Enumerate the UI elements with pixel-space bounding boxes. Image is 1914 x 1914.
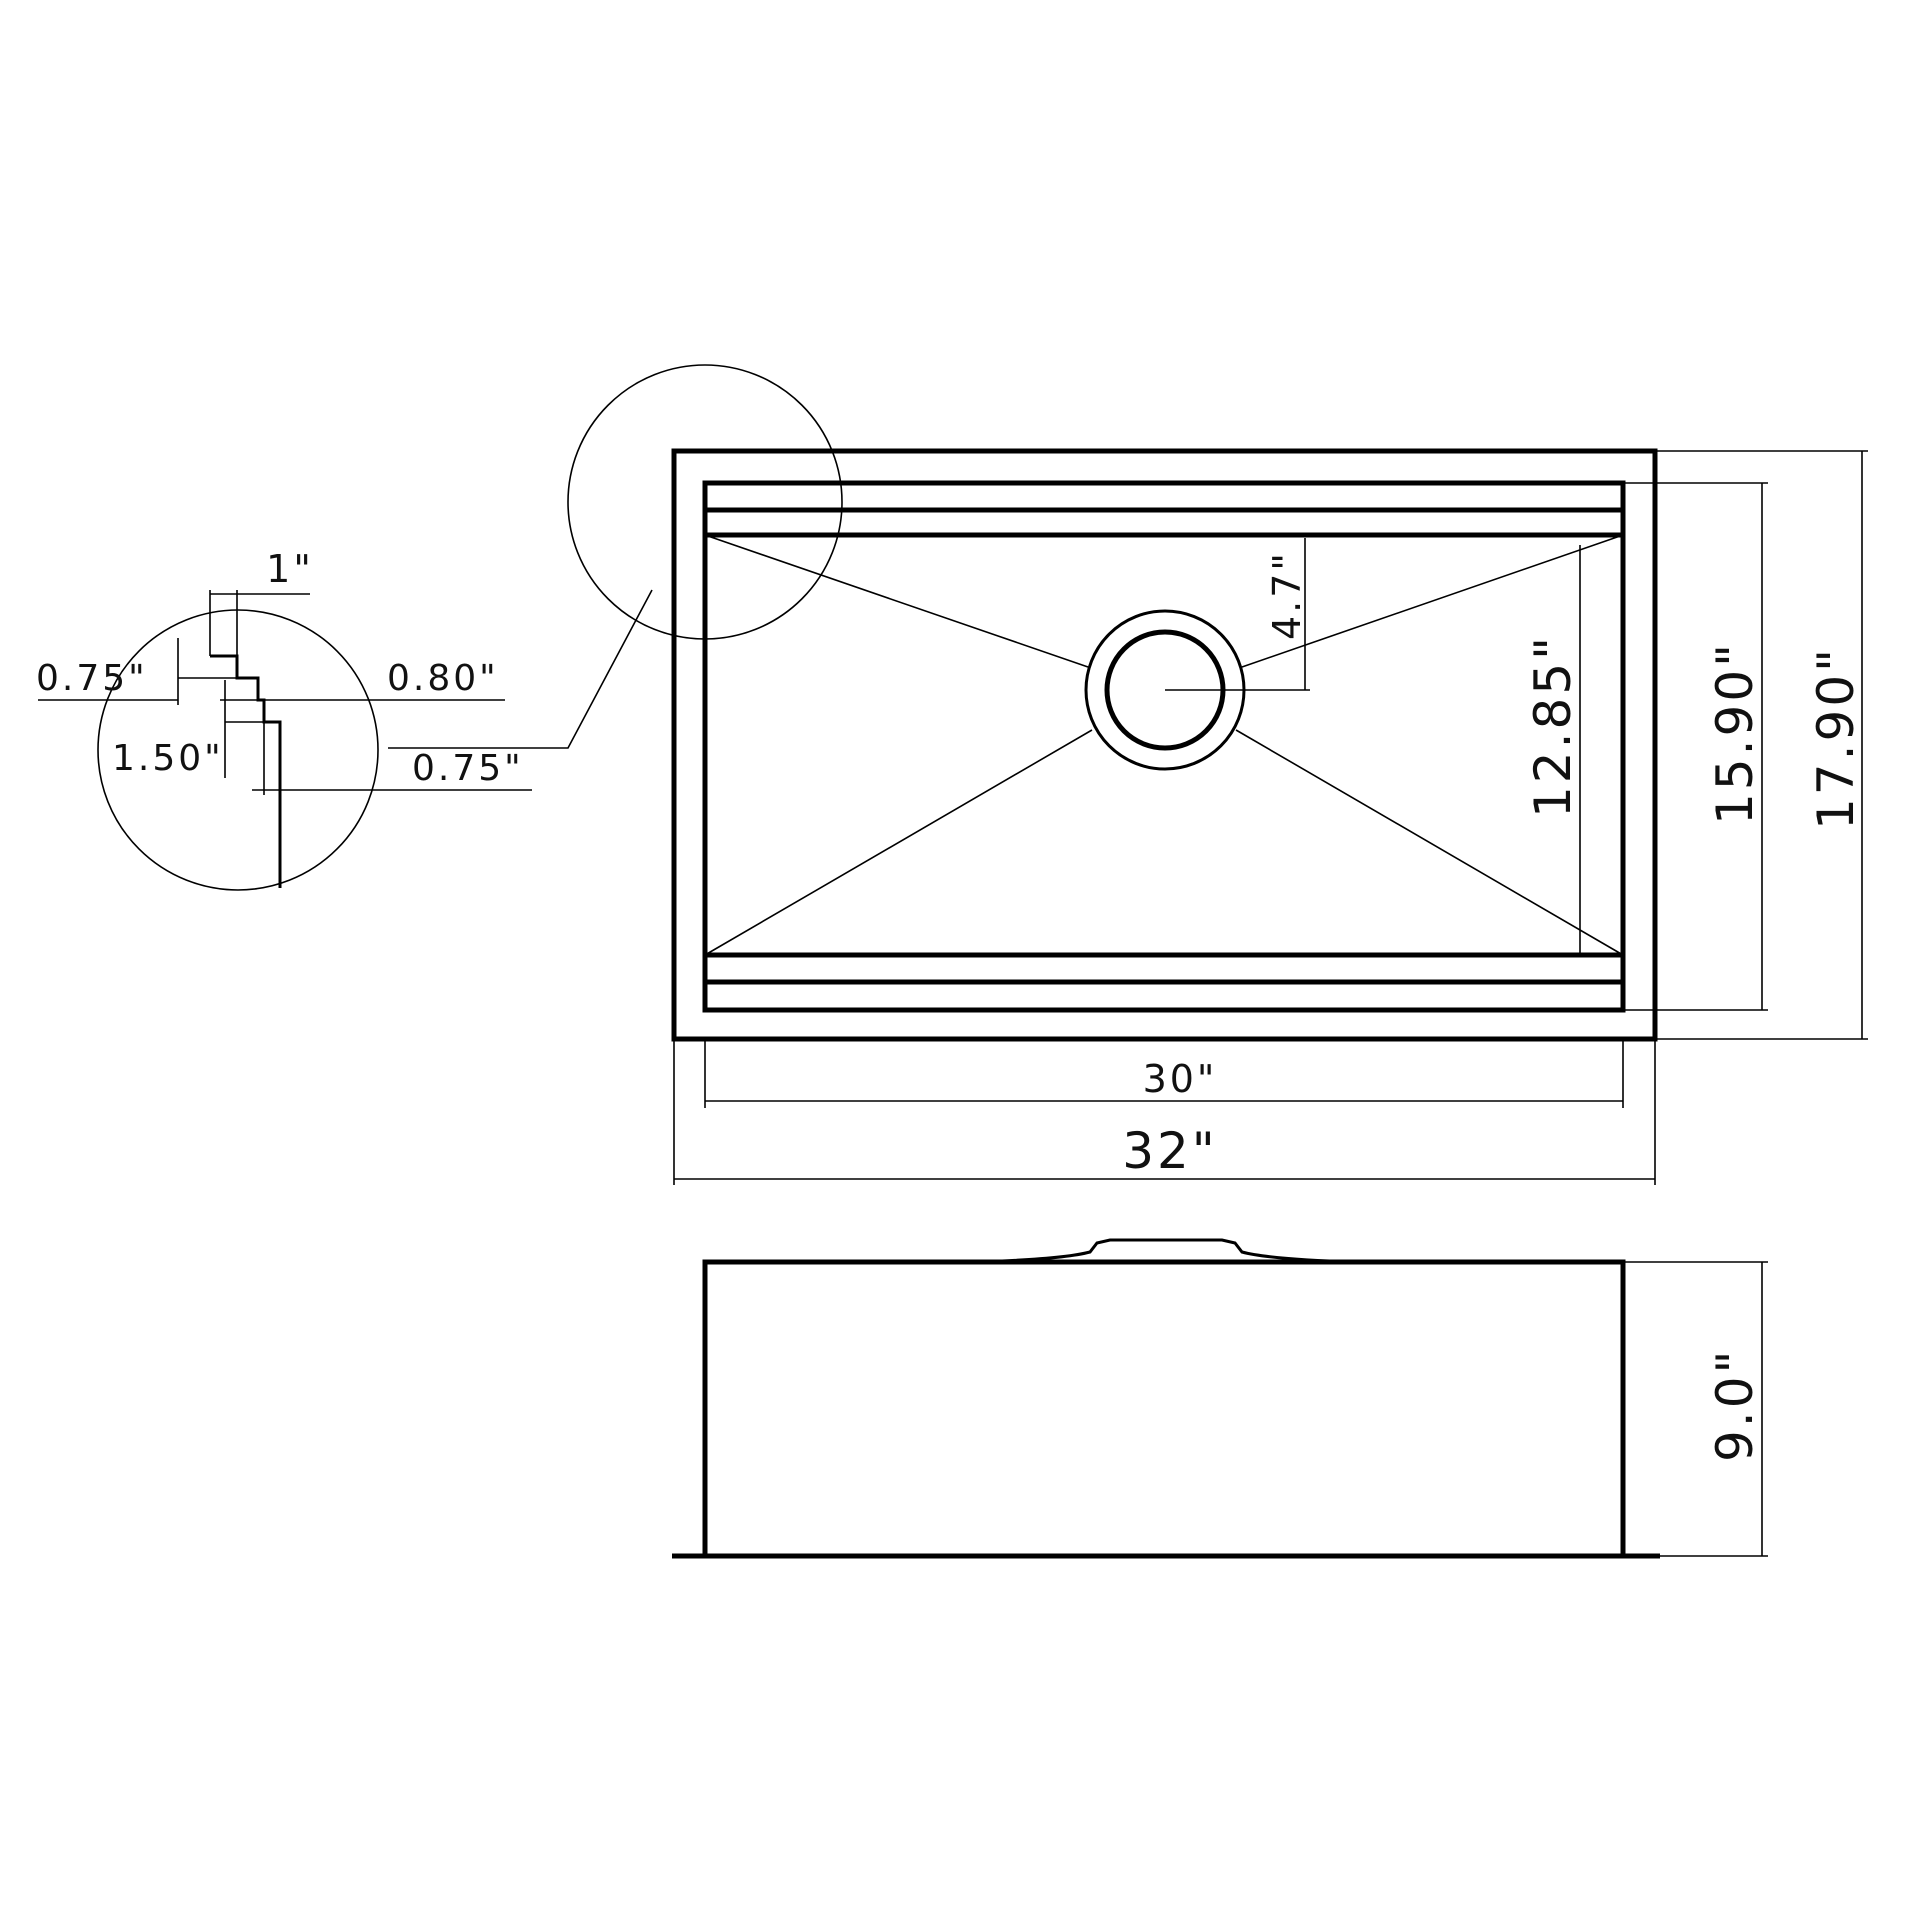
ledge-left-label: 0.75" — [36, 658, 148, 699]
detail-view: 1" 0.75" 0.80" 1.50" 0.75" — [36, 547, 532, 891]
detail-circle — [97, 609, 379, 891]
inner-depth-label: 15.90" — [1706, 641, 1764, 825]
inner-rim-outline — [702, 480, 1626, 1013]
slope-line-bottom-left — [704, 729, 1093, 956]
outer-flange-outline — [671, 448, 1658, 1042]
bowl-depth-label: 12.85" — [1524, 634, 1582, 818]
slope-line-top-left — [704, 534, 1089, 668]
inner-width-label: 30" — [1143, 1057, 1218, 1101]
side-view: 9.0" — [672, 1238, 1768, 1559]
ledge-right-label: 0.80" — [387, 658, 499, 699]
slope-line-bottom-right — [1235, 729, 1624, 956]
step-height-label: 1.50" — [112, 738, 224, 779]
height-label: 9.0" — [1706, 1347, 1764, 1462]
detail-callout-circle — [567, 364, 843, 640]
top-view: 4.7" 12.85" 15.90" 17.90" 30" 32" — [388, 364, 1868, 1185]
overall-depth-label: 17.90" — [1807, 646, 1865, 830]
step-width-label: 1" — [266, 547, 314, 591]
detail-leader-line — [388, 589, 653, 749]
side-body-outline — [702, 1259, 1626, 1559]
overall-width-label: 32" — [1122, 1122, 1218, 1180]
drain-offset-label: 4.7" — [1265, 550, 1309, 640]
bottom-offset-label: 0.75" — [412, 748, 524, 789]
side-drain-profile — [974, 1238, 1356, 1264]
